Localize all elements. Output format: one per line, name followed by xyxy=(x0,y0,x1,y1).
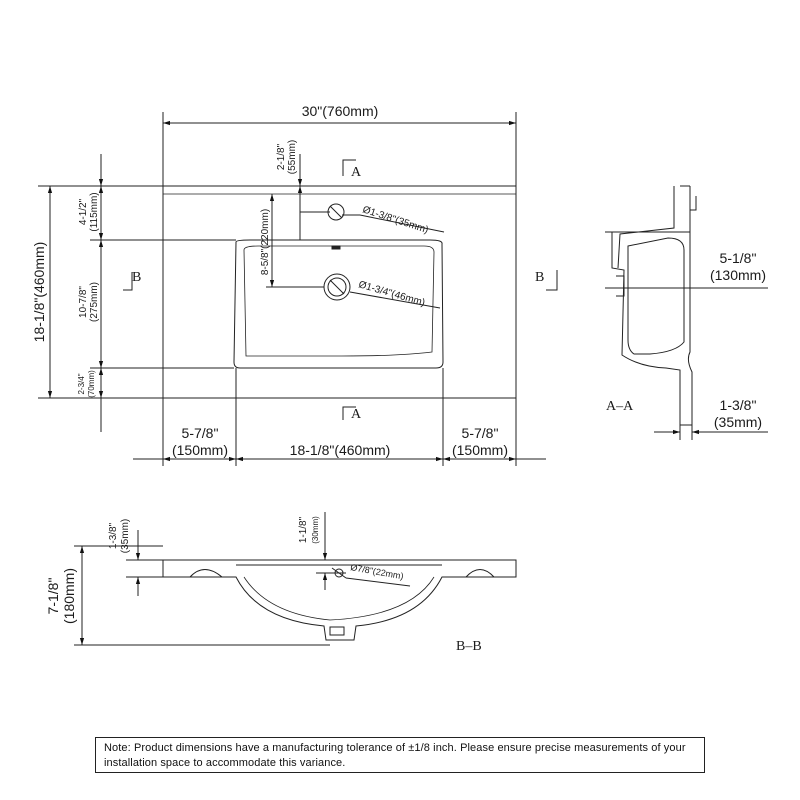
countertop-outline xyxy=(162,185,517,399)
faucet-offset-mm: (55mm) xyxy=(287,140,298,174)
bb-total-height-mm: (180mm) xyxy=(61,568,77,624)
basin-outline xyxy=(233,239,444,369)
section-b-right-marker: B xyxy=(535,270,544,285)
bb-overflow-mm: (30mm) xyxy=(311,516,320,544)
section-aa-view xyxy=(605,185,768,440)
drain-hole-label: Ø1-3/4"(46mm) xyxy=(357,279,426,308)
top-view xyxy=(38,112,558,466)
top-view-labels: 30"(760mm) 18-1/8"(460mm) 4-1/2" (115mm)… xyxy=(31,103,544,458)
bowl-depth-mm: (275mm) xyxy=(89,282,100,322)
right-side-mm: (150mm) xyxy=(452,442,508,458)
section-a-bottom-marker: A xyxy=(351,407,362,422)
back-margin-in: 2-3/4" xyxy=(77,373,86,394)
section-bb-view xyxy=(74,512,517,646)
front-setback-mm: (115mm) xyxy=(89,192,100,231)
section-bb-title: B–B xyxy=(456,639,482,654)
front-setback-in: 4-1/2" xyxy=(78,198,89,225)
bb-total-height-in: 7-1/8" xyxy=(45,578,61,615)
drain-depth-label: 8-5/8"(220mm) xyxy=(260,209,271,275)
section-aa-title: A–A xyxy=(606,399,634,414)
back-margin-mm: (70mm) xyxy=(87,370,96,398)
right-side-in: 5-7/8" xyxy=(462,425,499,441)
left-side-in: 5-7/8" xyxy=(182,425,219,441)
bowl-depth-in: 10-7/8" xyxy=(78,286,89,318)
section-b-left-marker: B xyxy=(132,270,141,285)
overall-depth-label: 18-1/8"(460mm) xyxy=(31,242,47,343)
aa-slab-mm: (35mm) xyxy=(714,414,762,430)
faucet-offset-in: 2-1/8" xyxy=(276,143,287,170)
bb-slab-mm: (35mm) xyxy=(120,519,131,553)
faucet-hole-label: Ø1-3/8"(35mm) xyxy=(361,204,430,236)
tolerance-note-text: Note: Product dimensions have a manufact… xyxy=(104,742,686,769)
aa-bowl-height-mm: (130mm) xyxy=(710,267,766,283)
bowl-width-label: 18-1/8"(460mm) xyxy=(290,442,391,458)
section-a-top-marker: A xyxy=(351,165,362,180)
aa-bowl-height-in: 5-1/8" xyxy=(720,250,757,266)
aa-slab-in: 1-3/8" xyxy=(720,397,757,413)
section-aa-labels: 5-1/8" (130mm) 1-3/8" (35mm) A–A xyxy=(606,250,766,430)
left-side-mm: (150mm) xyxy=(172,442,228,458)
tolerance-note: Note: Product dimensions have a manufact… xyxy=(95,737,705,773)
overall-width-label: 30"(760mm) xyxy=(302,103,379,119)
bb-slab-in: 1-3/8" xyxy=(108,522,119,549)
bb-overflow-in: 1-1/8" xyxy=(298,516,309,543)
section-bb-labels: 7-1/8" (180mm) 1-3/8" (35mm) 1-1/8" (30m… xyxy=(45,516,482,654)
